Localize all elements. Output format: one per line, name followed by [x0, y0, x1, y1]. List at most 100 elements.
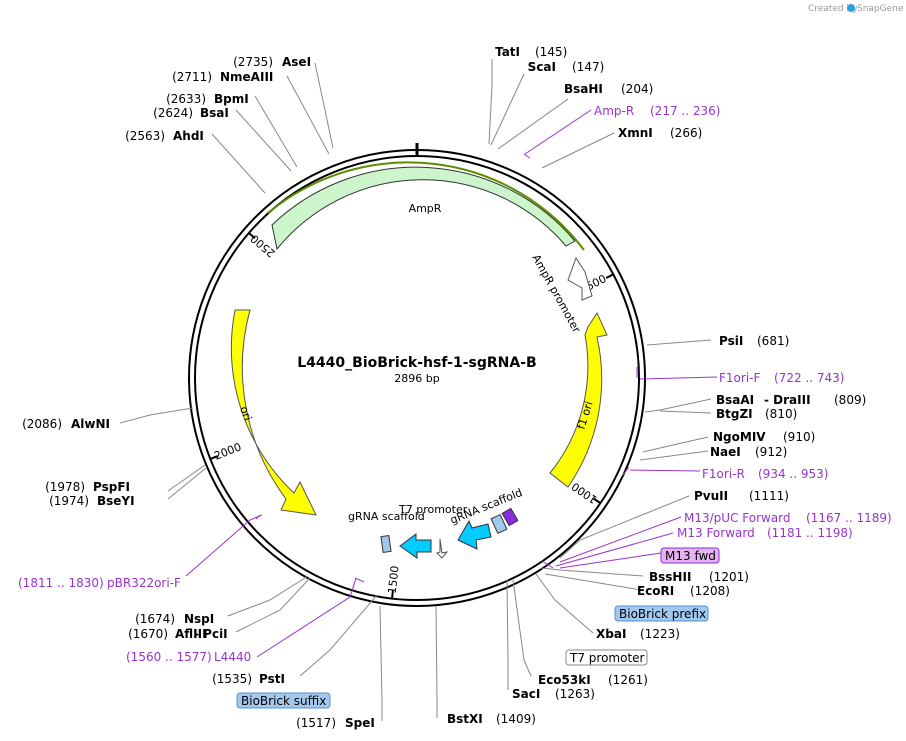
svg-text:BsaI: BsaI — [200, 106, 229, 120]
svg-text:SpeI: SpeI — [345, 716, 375, 730]
primer-l4440[interactable]: (1560 .. 1577) L4440 — [126, 650, 251, 664]
svg-text:XmnI: XmnI — [618, 126, 653, 140]
svg-text:BssHII: BssHII — [649, 570, 691, 584]
svg-text:(1978): (1978) — [45, 480, 85, 494]
svg-text:M13 Forward: M13 Forward — [677, 526, 755, 540]
site-bstxi[interactable]: BstXI (1409) — [447, 712, 536, 726]
primer-f1orif[interactable]: F1ori-F (722 .. 743) — [719, 371, 844, 385]
site-bseyi[interactable]: (1974) BseYI — [49, 494, 135, 508]
plasmid-length: 2896 bp — [394, 372, 439, 385]
primer-pbr322[interactable]: (1811 .. 1830) pBR322ori-F — [18, 576, 181, 590]
tick-mark-500 — [605, 273, 614, 279]
site-afliii[interactable]: (1670) AflIII - PciI — [128, 627, 228, 641]
svg-text:(204): (204) — [621, 82, 653, 96]
site-asei[interactable]: (2735) AseI — [233, 55, 311, 69]
svg-text:NaeI: NaeI — [710, 445, 741, 459]
svg-text:pBR322ori-F: pBR322ori-F — [107, 576, 181, 590]
svg-text:SacI: SacI — [512, 687, 540, 701]
svg-text:- DraIII: - DraIII — [764, 393, 811, 407]
ori-feature[interactable] — [230, 309, 317, 516]
site-psti[interactable]: (1535) PstI — [212, 672, 285, 686]
svg-text:(147): (147) — [572, 60, 604, 74]
primer-m13f[interactable]: M13 Forward (1181 .. 1198) — [677, 526, 853, 540]
svg-text:AlwNI: AlwNI — [71, 417, 110, 431]
svg-text:BsaAI: BsaAI — [716, 393, 754, 407]
svg-text:ScaI: ScaI — [528, 60, 556, 74]
site-pvuii[interactable]: PvuII (1111) — [694, 489, 789, 503]
grna-scaffold-arrow-1[interactable] — [457, 519, 492, 550]
svg-text:EcoRI: EcoRI — [637, 584, 674, 598]
site-ngomiv[interactable]: NgoMIV (910) — [713, 430, 815, 444]
site-bsai[interactable]: (2624) BsaI — [153, 106, 229, 120]
ampr-highlight — [267, 161, 585, 251]
svg-text:NgoMIV: NgoMIV — [713, 430, 766, 444]
m13-small-feature — [501, 507, 519, 527]
svg-text:(1181 .. 1198): (1181 .. 1198) — [767, 526, 853, 540]
site-bsshii[interactable]: BssHII (1201) — [649, 570, 749, 584]
site-ahdi[interactable]: (2563) AhdI — [125, 129, 204, 143]
biobrick-prefix-feature — [490, 513, 508, 535]
f1ori-feature[interactable] — [549, 311, 608, 488]
site-ecori[interactable]: EcoRI (1208) — [637, 584, 730, 598]
primer-f1orir[interactable]: F1ori-R (934 .. 953) — [702, 467, 828, 481]
site-naei[interactable]: NaeI (912) — [710, 445, 787, 459]
site-pspfi[interactable]: (1978) PspFI — [45, 480, 130, 494]
svg-text:BsaHI: BsaHI — [564, 82, 603, 96]
svg-text:F1ori-R: F1ori-R — [702, 467, 745, 481]
tick-mark-2000 — [209, 455, 219, 460]
ampr-feature[interactable] — [271, 166, 576, 251]
t7-promoter-label: T7 promoter — [398, 503, 468, 516]
tick-mark-1500 — [391, 590, 394, 599]
site-xmni[interactable]: XmnI (266) — [618, 126, 702, 140]
svg-text:(1670): (1670) — [128, 627, 168, 641]
site-nspi[interactable]: (1674) NspI — [135, 612, 214, 626]
ampr-label: AmpR — [409, 202, 442, 215]
site-scai[interactable]: ScaI (147) — [528, 60, 605, 74]
svg-text:(934 .. 953): (934 .. 953) — [758, 467, 828, 481]
site-xbai[interactable]: XbaI (1223) — [596, 627, 680, 641]
site-saci[interactable]: SacI (1263) — [512, 687, 595, 701]
svg-text:PvuII: PvuII — [694, 489, 728, 503]
primer-ampr[interactable]: Amp-R (217 .. 236) — [594, 104, 720, 118]
ampr-promoter-arrow — [567, 256, 593, 301]
site-tati[interactable]: TatI (145) — [495, 45, 567, 59]
svg-text:L4440: L4440 — [214, 650, 251, 664]
tick-label-1500: 1500 — [386, 565, 402, 594]
svg-text:PsiI: PsiI — [719, 334, 743, 348]
svg-text:AseI: AseI — [282, 55, 311, 69]
m13-fwd-label[interactable]: M13 fwd — [660, 547, 720, 564]
tick-mark-2500 — [248, 232, 256, 240]
svg-text:AflIII: AflIII — [175, 627, 207, 641]
site-btgzi[interactable]: BtgZI (810) — [716, 407, 797, 421]
svg-text:(1111): (1111) — [749, 489, 789, 503]
svg-text:XbaI: XbaI — [596, 627, 626, 641]
grna-scaffold-label-2: gRNA scaffold — [348, 510, 425, 523]
svg-text:Eco53kI: Eco53kI — [538, 673, 591, 687]
t7-promoter-box-label[interactable]: T7 promoter — [565, 649, 648, 666]
site-spei[interactable]: (1517) SpeI — [296, 716, 375, 730]
svg-text:(1517): (1517) — [296, 716, 336, 730]
biobrick-prefix-label[interactable]: BioBrick prefix — [614, 605, 709, 622]
svg-text:(2735): (2735) — [233, 55, 273, 69]
svg-text:(1263): (1263) — [555, 687, 595, 701]
primer-leader-lines — [185, 109, 718, 658]
svg-text:(681): (681) — [757, 334, 789, 348]
biobrick-suffix-label[interactable]: BioBrick suffix — [236, 692, 331, 709]
site-alwni[interactable]: (2086) AlwNI — [22, 417, 110, 431]
site-bpmi[interactable]: (2633) BpmI — [166, 92, 249, 106]
svg-text:(1560 .. 1577): (1560 .. 1577) — [126, 650, 212, 664]
site-bsahi[interactable]: BsaHI (204) — [564, 82, 653, 96]
svg-text:BioBrick suffix: BioBrick suffix — [241, 694, 326, 708]
site-psii[interactable]: PsiI (681) — [719, 334, 789, 348]
svg-text:BpmI: BpmI — [214, 92, 249, 106]
svg-text:F1ori-F: F1ori-F — [719, 371, 760, 385]
svg-text:(722 .. 743): (722 .. 743) — [774, 371, 844, 385]
grna-scaffold-arrow-2[interactable] — [399, 533, 432, 559]
site-nmeaiii[interactable]: (2711) NmeAIII — [172, 70, 273, 84]
primer-m13puc[interactable]: M13/pUC Forward (1167 .. 1189) — [684, 511, 892, 525]
svg-text:M13 fwd: M13 fwd — [665, 549, 716, 563]
site-eco53ki[interactable]: Eco53kI (1261) — [538, 673, 648, 687]
site-bsaai[interactable]: BsaAI - DraIII (809) — [716, 393, 866, 407]
svg-text:(2633): (2633) — [166, 92, 206, 106]
svg-text:NmeAIII: NmeAIII — [220, 70, 273, 84]
